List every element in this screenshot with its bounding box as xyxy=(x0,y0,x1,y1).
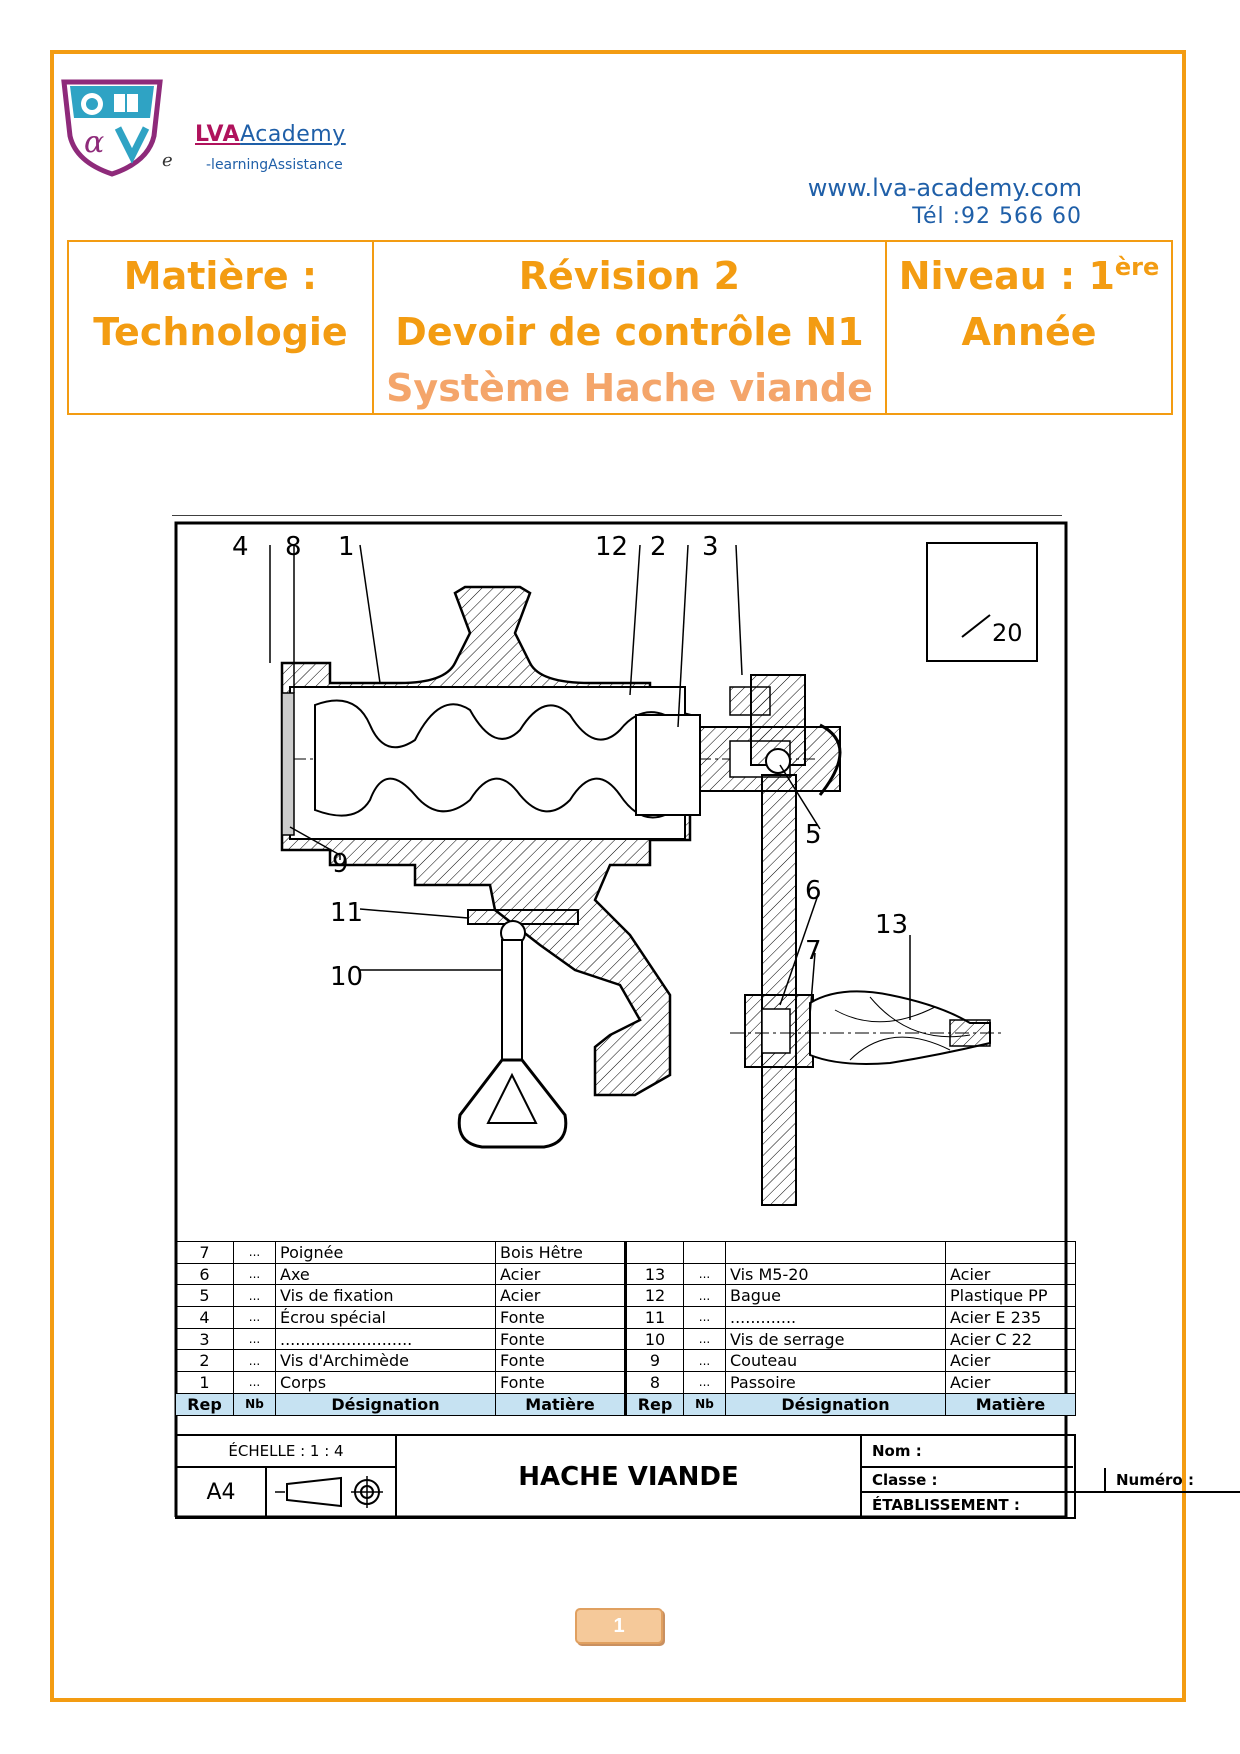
page-frame xyxy=(50,50,1186,1702)
svg-text:α: α xyxy=(84,125,104,160)
brand-tagline: -learningAssistance xyxy=(206,157,343,173)
callout-12: 12 xyxy=(595,532,628,562)
lva-logo: α xyxy=(58,78,166,178)
brand-name: LVAAcademy xyxy=(195,122,346,147)
subject-value: Technologie xyxy=(93,310,348,354)
projection-symbol-icon xyxy=(267,1468,397,1518)
header-table: Matière : Technologie Révision 2 Devoir … xyxy=(67,240,1173,415)
school-field[interactable]: ÉTABLISSEMENT : xyxy=(872,1496,1020,1514)
callout-5: 5 xyxy=(805,820,822,850)
callout-9: 9 xyxy=(332,849,349,879)
number-field[interactable]: Numéro : xyxy=(1106,1468,1240,1493)
title-block: ÉCHELLE : 1 : 4 A4 HACHE VIANDE Nom : Cl… xyxy=(175,1434,1240,1519)
roughness-value: 20 xyxy=(992,619,1023,647)
exam-title: Devoir de contrôle N1 xyxy=(395,310,864,354)
callout-13: 13 xyxy=(875,910,908,940)
callout-11: 11 xyxy=(330,898,363,928)
callout-1: 1 xyxy=(338,532,355,562)
subject-cell: Matière : Technologie xyxy=(69,242,374,413)
system-title: Système Hache viande xyxy=(386,366,873,410)
name-field[interactable]: Nom : xyxy=(862,1436,1073,1468)
callout-3: 3 xyxy=(702,532,719,562)
format-label: A4 xyxy=(177,1468,267,1518)
website-link[interactable]: www.lva-academy.com xyxy=(807,174,1082,202)
technical-drawing: 20 xyxy=(170,515,1076,1517)
brand-lva: LVA xyxy=(195,122,241,147)
callout-6: 6 xyxy=(805,876,822,906)
level-label: Niveau : 1 xyxy=(898,254,1115,298)
phone-number: Tél :92 566 60 xyxy=(912,204,1082,229)
scale-label: ÉCHELLE : 1 : 4 xyxy=(177,1436,397,1468)
level-value: Année xyxy=(961,310,1097,354)
class-field[interactable]: Classe : xyxy=(862,1468,1106,1493)
callout-7: 7 xyxy=(805,936,822,966)
revision-title: Révision 2 xyxy=(518,254,741,298)
callout-2: 2 xyxy=(650,532,667,562)
title-cell: Révision 2 Devoir de contrôle N1 Système… xyxy=(374,242,888,413)
callout-10: 10 xyxy=(330,962,363,992)
callout-8: 8 xyxy=(285,532,302,562)
level-sup: ère xyxy=(1114,253,1160,281)
drawing-title: HACHE VIANDE xyxy=(397,1436,862,1518)
brand-academy: Academy xyxy=(240,122,346,147)
brand-e-letter: e xyxy=(162,150,173,171)
callout-4: 4 xyxy=(232,532,249,562)
table-row: 3.............................Fonte 10..… xyxy=(175,1327,1076,1351)
subject-label: Matière : xyxy=(123,254,318,298)
meat-grinder-drawing: 20 xyxy=(172,515,1068,1517)
level-cell: Niveau : 1ère Année xyxy=(887,242,1171,413)
page-number: 1 xyxy=(575,1608,663,1644)
